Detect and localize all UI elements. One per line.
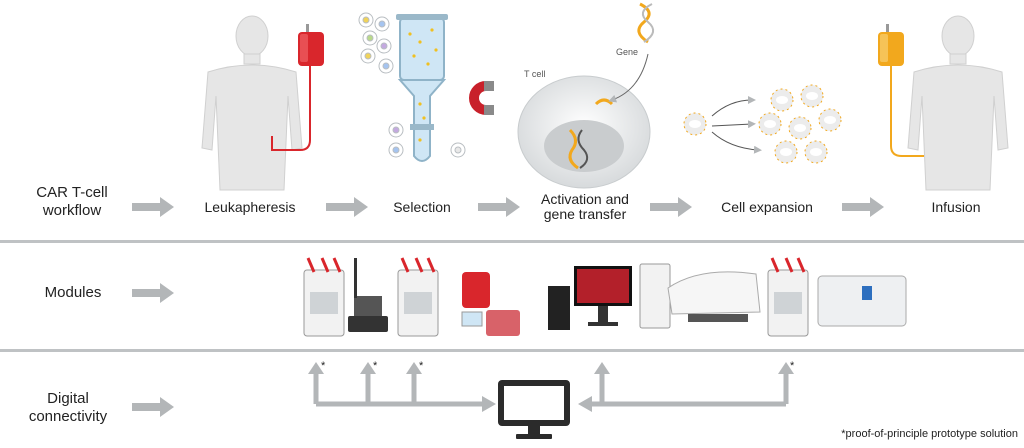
t-cell-diagram bbox=[517, 53, 651, 189]
computer-monitor-icon bbox=[498, 380, 570, 439]
selection-column bbox=[396, 14, 448, 162]
patient-figure-right bbox=[907, 15, 1009, 191]
connectivity-arrow bbox=[132, 397, 174, 417]
selection-cells bbox=[358, 12, 466, 158]
blood-bag-red bbox=[271, 24, 324, 151]
module-instrument-1 bbox=[303, 257, 345, 337]
cell-expansion bbox=[683, 84, 842, 164]
module-instrument-4 bbox=[461, 272, 520, 336]
prototype-marker: * bbox=[790, 360, 795, 372]
module-instrument-3 bbox=[397, 257, 439, 337]
footnote: *proof-of-principle prototype solution bbox=[841, 428, 1018, 440]
step-infusion-label: Infusion bbox=[931, 199, 981, 215]
module-instrument-2 bbox=[348, 258, 388, 332]
connectivity-row-label: Digital connectivity bbox=[28, 390, 108, 425]
prototype-marker: * bbox=[321, 360, 326, 372]
infusion-bag-yellow bbox=[878, 24, 924, 157]
prototype-marker: * bbox=[373, 360, 378, 372]
step-expansion-label: Cell expansion bbox=[721, 199, 813, 215]
modules-row-label: Modules bbox=[44, 284, 102, 301]
prototype-marker: * bbox=[419, 360, 424, 372]
workflow-row-label: CAR T-cell workflow bbox=[36, 184, 108, 219]
module-instrument-5 bbox=[548, 263, 671, 330]
gene-annotation: Gene bbox=[616, 47, 639, 57]
magnet-icon bbox=[469, 81, 494, 115]
step-activation-label: Activation and gene transfer bbox=[541, 191, 629, 223]
module-instrument-8 bbox=[817, 275, 907, 327]
workflow-arrows bbox=[132, 197, 884, 217]
step-selection-label: Selection bbox=[393, 199, 451, 215]
connectivity-lines bbox=[313, 372, 789, 407]
dna-icon bbox=[637, 2, 655, 44]
row-divider-1 bbox=[0, 240, 1024, 243]
t-cell-annotation: T cell bbox=[524, 69, 546, 79]
module-instrument-7 bbox=[767, 257, 809, 337]
module-instrument-6 bbox=[667, 271, 761, 322]
step-leukapheresis-label: Leukapheresis bbox=[204, 199, 296, 215]
row-divider-2 bbox=[0, 349, 1024, 352]
patient-figure-left bbox=[201, 15, 303, 191]
connectivity-arrowheads bbox=[308, 362, 794, 412]
module-arrow bbox=[132, 283, 174, 303]
